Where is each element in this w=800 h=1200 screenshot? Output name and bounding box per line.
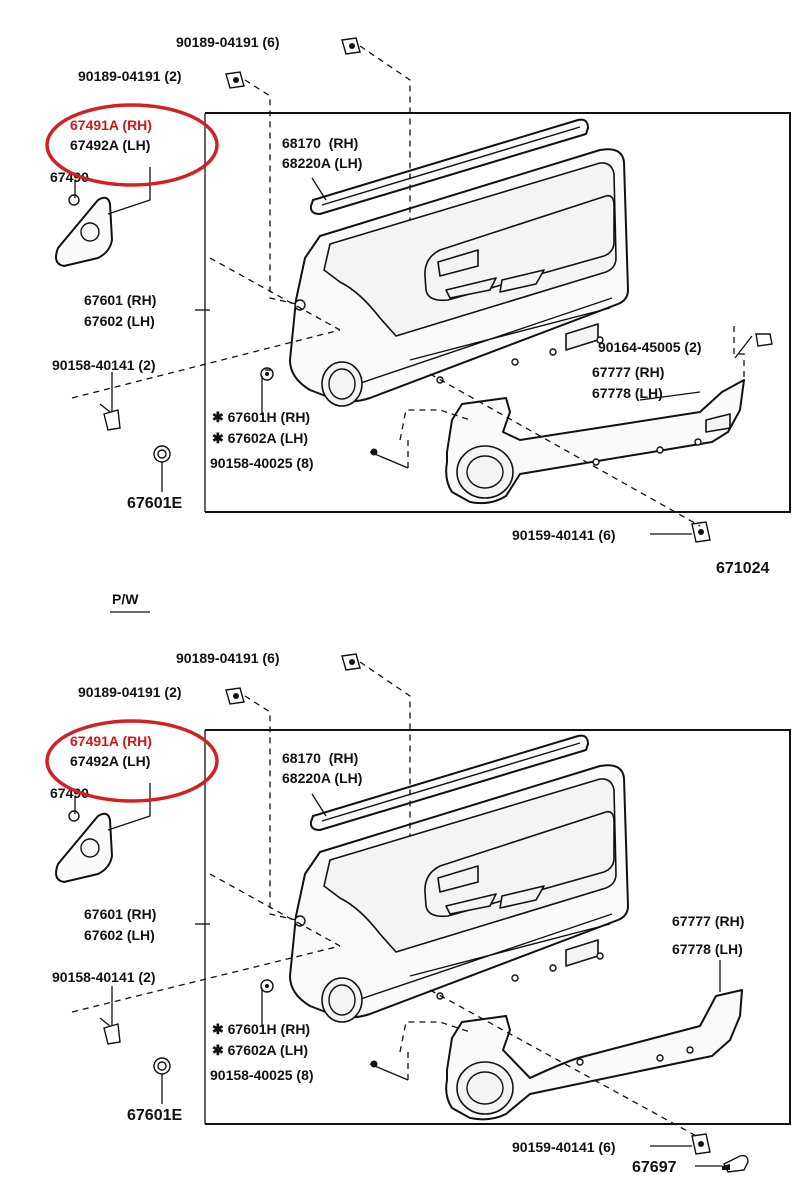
label-weatherstrip-lh: 68220A (LH) — [282, 155, 362, 171]
label-board-lh: 67602 (LH) — [84, 313, 155, 329]
label-weatherstrip-rh: 68170 (RH) — [282, 135, 358, 151]
label-extra-part: 67697 — [632, 1159, 677, 1176]
label-grommet: 67601E — [127, 495, 182, 512]
label-screw-mid: 90158-40141 (2) — [52, 969, 156, 985]
mirror-cover-part — [55, 194, 113, 267]
label-cover-lh: 67492A (LH) — [70, 753, 150, 769]
screw-icon — [341, 37, 361, 55]
screw-icon — [341, 653, 361, 671]
label-sub-rh: ✱ 67601H (RH) — [212, 409, 310, 425]
label-clip-490: 67490 — [50, 169, 89, 185]
figure-number: 671024 — [716, 560, 769, 577]
label-sub-lh: ✱ 67602A (LH) — [212, 430, 308, 446]
clip-icon — [755, 333, 773, 347]
screw-icon — [260, 979, 274, 993]
screw-icon — [225, 687, 245, 705]
screw-icon — [691, 1133, 711, 1155]
grommet-icon — [153, 445, 171, 463]
diagram-top-frame — [205, 112, 791, 513]
highlight-circle — [45, 719, 219, 803]
label-screw-left: 90189-04191 (2) — [78, 68, 182, 84]
label-screw-top: 90189-04191 (6) — [176, 34, 280, 50]
label-board-lh: 67602 (LH) — [84, 927, 155, 943]
diagram-top: 90189-04191 (6) 90189-04191 (2) 67491A (… — [45, 34, 791, 577]
label-weatherstrip-rh: 68170 (RH) — [282, 750, 358, 766]
label-screw-small: 90158-40025 (8) — [210, 1067, 314, 1083]
mirror-cover-part — [55, 810, 113, 883]
label-grommet: 67601E — [127, 1107, 182, 1124]
label-clip-right: 90164-45005 (2) — [598, 339, 702, 355]
label-lower-lh: 67778 (LH) — [672, 941, 743, 957]
label-clip-490: 67490 — [50, 785, 89, 801]
lower-trim-part — [445, 379, 745, 505]
label-sub-lh: ✱ 67602A (LH) — [212, 1042, 308, 1058]
label-cover-rh: 67491A (RH) — [70, 733, 152, 749]
lower-trim-part — [445, 989, 743, 1121]
retainer-clip-icon — [722, 1154, 749, 1173]
label-screw-bottom: 90159-40141 (6) — [512, 527, 616, 543]
label-board-rh: 67601 (RH) — [84, 906, 156, 922]
label-lower-lh: 67778 (LH) — [592, 385, 663, 401]
label-board-rh: 67601 (RH) — [84, 292, 156, 308]
grommet-icon — [153, 1057, 171, 1075]
highlight-circle — [45, 103, 219, 187]
label-cover-lh: 67492A (LH) — [70, 137, 150, 153]
diagram-bottom: 90189-04191 (6) 90189-04191 (2) 67491A (… — [45, 650, 791, 1176]
screw-icon — [260, 367, 274, 381]
screw-icon — [99, 403, 121, 431]
label-sub-rh: ✱ 67601H (RH) — [212, 1021, 310, 1037]
label-cover-rh: 67491A (RH) — [70, 117, 152, 133]
screw-icon — [225, 71, 245, 89]
label-lower-rh: 67777 (RH) — [592, 364, 664, 380]
door-trim-board — [289, 764, 629, 1023]
label-screw-bottom: 90159-40141 (6) — [512, 1139, 616, 1155]
label-screw-left: 90189-04191 (2) — [78, 684, 182, 700]
screw-icon — [99, 1017, 121, 1045]
door-trim-board — [289, 148, 629, 407]
label-screw-top: 90189-04191 (6) — [176, 650, 280, 666]
label-screw-mid: 90158-40141 (2) — [52, 357, 156, 373]
label-screw-small: 90158-40025 (8) — [210, 455, 314, 471]
diagram-bottom-frame — [205, 729, 791, 1125]
label-lower-rh: 67777 (RH) — [672, 913, 744, 929]
section-label: P/W — [112, 591, 139, 607]
screw-icon — [691, 521, 711, 543]
label-weatherstrip-lh: 68220A (LH) — [282, 770, 362, 786]
